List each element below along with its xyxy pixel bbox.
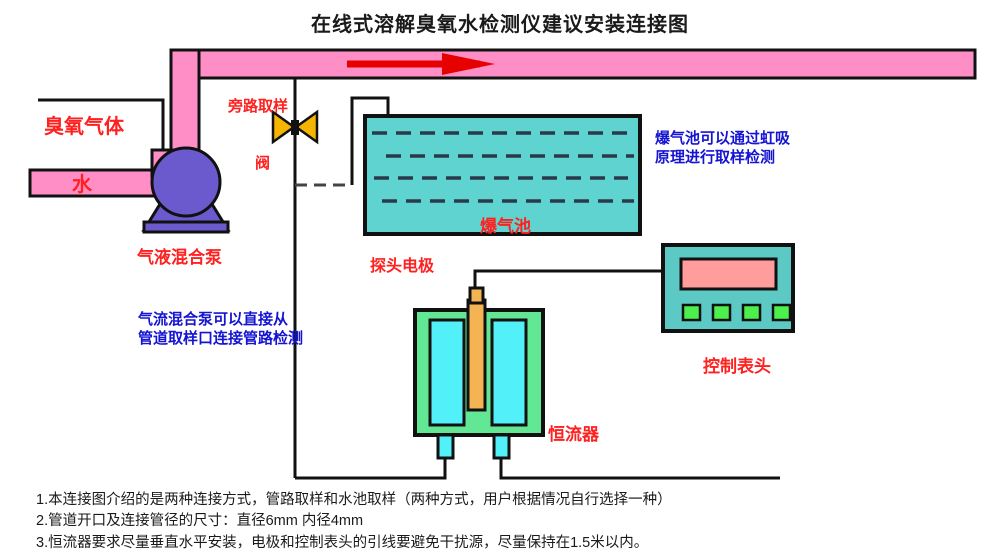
label-control-meter: 控制表头 <box>703 357 771 376</box>
main-pipe-horizontal <box>169 48 977 80</box>
annotation-siphon-line1: 爆气池可以通过虹吸 <box>655 130 791 147</box>
flow-regulator-chamber-right <box>490 318 528 427</box>
regulator-drain-line-right <box>499 458 780 480</box>
footnote-2: 2.管道开口及连接管径的尺寸：直径6mm 内径4mm <box>36 513 364 530</box>
meter-button-4[interactable] <box>771 303 792 322</box>
meter-button-1[interactable] <box>681 303 702 322</box>
footnote-3: 3.恒流器要求尽量垂直水平安装，电极和控制表头的引线要避免干扰源，尽量保持在1.… <box>36 534 649 551</box>
control-meter-buttons[interactable] <box>681 303 792 322</box>
pump-body <box>150 146 222 218</box>
label-water: 水 <box>72 174 92 196</box>
aeration-tank-water-lines <box>372 131 634 203</box>
probe-electrode-shaft <box>466 298 487 412</box>
annotation-siphon: 爆气池可以通过虹吸 原理进行取样检测 <box>655 130 790 168</box>
label-ozone-gas: 臭氧气体 <box>44 116 124 138</box>
annotation-siphon-line2: 原理进行取样检测 <box>655 148 776 166</box>
meter-button-3[interactable] <box>741 303 762 322</box>
label-aeration-tank: 爆气池 <box>480 217 531 236</box>
regulator-return-line-left <box>295 458 447 480</box>
label-valve: 阀 <box>255 155 271 172</box>
bypass-valve-icon <box>271 109 319 145</box>
annotation-pump-line2: 管道取样口连接管路检测 <box>138 329 304 347</box>
flow-regulator-outlet-right <box>492 433 511 460</box>
annotation-pump: 气流混合泵可以直接从 管道取样口连接管路检测 <box>138 311 303 349</box>
probe-electrode-head <box>468 286 485 305</box>
label-probe-electrode: 探头电极 <box>370 258 435 275</box>
aeration-tank <box>363 114 642 236</box>
label-mixing-pump: 气液混合泵 <box>137 248 222 267</box>
electrode-signal-cable <box>473 269 663 290</box>
flow-regulator-outlet-left <box>436 433 455 460</box>
page-title: 在线式溶解臭氧水检测仪建议安装连接图 <box>311 14 689 36</box>
label-flow-regulator: 恒流器 <box>548 425 599 444</box>
pump-base-plate <box>142 220 230 234</box>
annotation-pump-line1: 气流混合泵可以直接从 <box>138 311 289 328</box>
label-bypass-sampling: 旁路取样 <box>228 98 289 115</box>
footnotes: 1.本连接图介绍的是两种连接方式，管路取样和水池取样（两种方式，用户根据情况自行… <box>36 490 976 554</box>
flow-regulator-chamber-left <box>428 318 466 427</box>
control-meter-display <box>679 257 778 291</box>
flow-direction-arrow <box>347 53 495 75</box>
meter-button-2[interactable] <box>711 303 732 322</box>
footnote-1: 1.本连接图介绍的是两种连接方式，管路取样和水池取样（两种方式，用户根据情况自行… <box>36 492 672 508</box>
